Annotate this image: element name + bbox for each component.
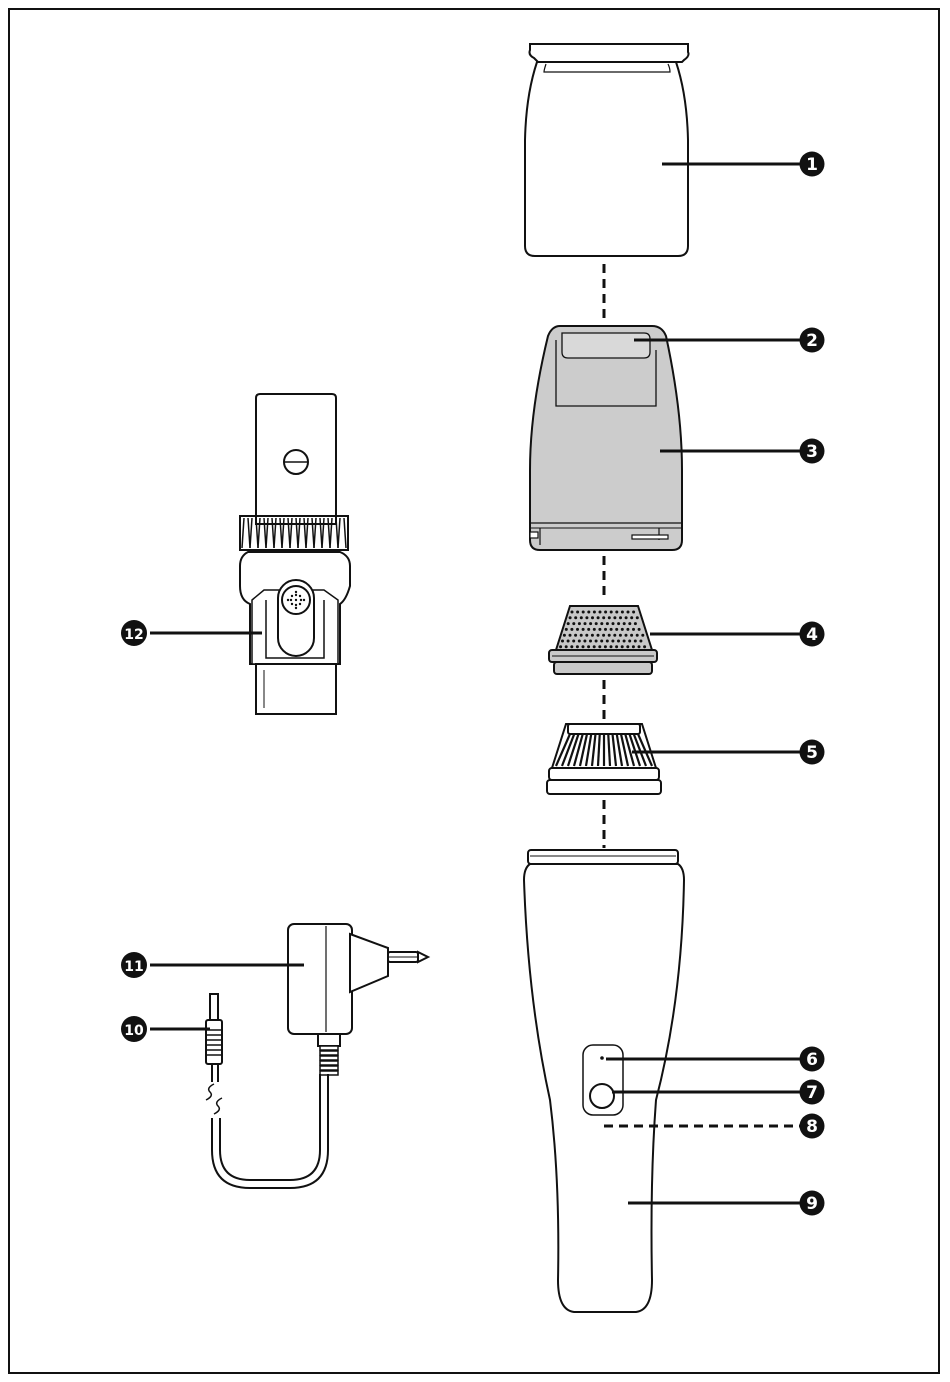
badge-1: 1 bbox=[800, 152, 825, 177]
brush-nozzle bbox=[240, 394, 350, 714]
svg-text:9: 9 bbox=[806, 1194, 818, 1214]
badge-9: 9 bbox=[800, 1191, 825, 1216]
svg-text:7: 7 bbox=[806, 1083, 818, 1103]
svg-text:4: 4 bbox=[806, 625, 818, 645]
badge-3: 3 bbox=[800, 439, 825, 464]
badge-4: 4 bbox=[800, 622, 825, 647]
badge-10: 10 bbox=[121, 1016, 147, 1042]
svg-text:1: 1 bbox=[806, 155, 818, 175]
on-off-button-shape[interactable] bbox=[590, 1084, 614, 1108]
connector-plug bbox=[206, 994, 222, 1082]
svg-text:11: 11 bbox=[124, 959, 143, 975]
filter-housing bbox=[530, 326, 682, 550]
label-badges: 1 2 3 4 5 6 7 8 9 10 11 12 bbox=[121, 152, 825, 1216]
badge-6: 6 bbox=[800, 1047, 825, 1072]
svg-text:5: 5 bbox=[806, 743, 818, 763]
svg-text:3: 3 bbox=[806, 442, 818, 462]
svg-text:2: 2 bbox=[806, 331, 818, 351]
perforated-filter-cap bbox=[549, 606, 657, 674]
badge-2: 2 bbox=[800, 328, 825, 353]
dust-container-cover bbox=[525, 44, 689, 256]
pleated-filter bbox=[547, 724, 661, 794]
charging-indicator-dot bbox=[600, 1056, 604, 1060]
badge-12: 12 bbox=[121, 620, 147, 646]
svg-text:8: 8 bbox=[806, 1117, 818, 1137]
svg-text:10: 10 bbox=[124, 1023, 144, 1039]
badge-11: 11 bbox=[121, 952, 147, 978]
badge-7: 7 bbox=[800, 1080, 825, 1105]
svg-text:6: 6 bbox=[806, 1050, 818, 1070]
badge-8: 8 bbox=[800, 1114, 825, 1139]
svg-text:12: 12 bbox=[124, 627, 143, 643]
leader-lines bbox=[150, 164, 800, 1203]
handle-body bbox=[524, 850, 684, 1312]
badge-5: 5 bbox=[800, 740, 825, 765]
page-border bbox=[9, 9, 939, 1373]
